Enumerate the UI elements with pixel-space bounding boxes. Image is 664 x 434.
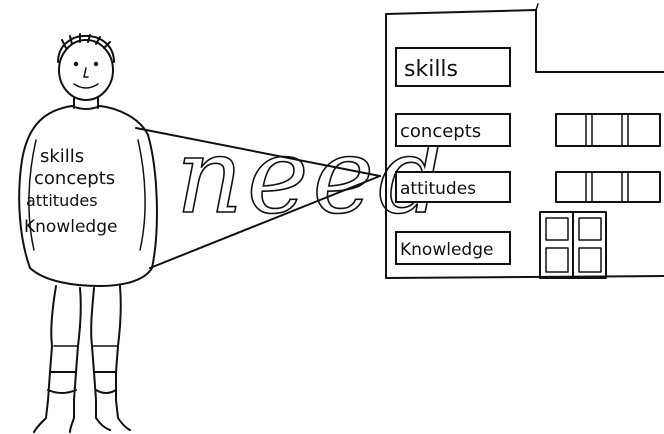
person-right-sock	[93, 371, 117, 394]
person-right-eye	[93, 61, 99, 67]
building-label-box-concepts	[395, 113, 511, 147]
person-body-words: skills concepts attitudes Knowledge	[24, 146, 117, 237]
building-label-attitudes: attitudes	[400, 179, 476, 199]
building-door	[539, 211, 607, 279]
person-left-eye	[73, 61, 79, 67]
person-figure	[18, 33, 158, 433]
person-right-leg-outer	[115, 285, 131, 431]
person-left-arm	[28, 139, 37, 251]
building-label-concepts: concepts	[400, 121, 481, 142]
building-window-middle	[555, 171, 661, 203]
person-left-leg-inner	[69, 287, 82, 433]
body-word-skills: skills	[40, 146, 84, 167]
person-left-sock	[47, 371, 77, 394]
building-window-upper	[555, 113, 661, 147]
building-label-skills: skills	[404, 57, 458, 82]
building-roof-tick	[535, 3, 539, 11]
building-label-knowledge: Knowledge	[400, 240, 493, 260]
person-left-leg	[33, 285, 57, 433]
building-base	[385, 275, 664, 279]
person-neck	[71, 97, 101, 110]
funnel-bottom-line	[149, 175, 381, 269]
body-word-attitudes: attitudes	[26, 191, 98, 210]
person-body	[18, 105, 158, 287]
person-hair	[57, 33, 115, 63]
building-label-box-attitudes	[395, 171, 511, 203]
building-label-box-skills	[395, 47, 511, 87]
body-word-knowledge: Knowledge	[24, 217, 117, 237]
person-right-leg	[90, 287, 111, 431]
person-head	[58, 39, 114, 101]
person-mouth	[73, 83, 99, 89]
school-building: skills concepts attitudes Knowledge	[385, 3, 664, 279]
building-label-box-knowledge	[395, 231, 511, 265]
person-right-arm	[137, 139, 146, 251]
person-nose	[83, 67, 89, 78]
funnel-top-line	[135, 127, 381, 177]
body-word-concepts: concepts	[34, 168, 115, 189]
